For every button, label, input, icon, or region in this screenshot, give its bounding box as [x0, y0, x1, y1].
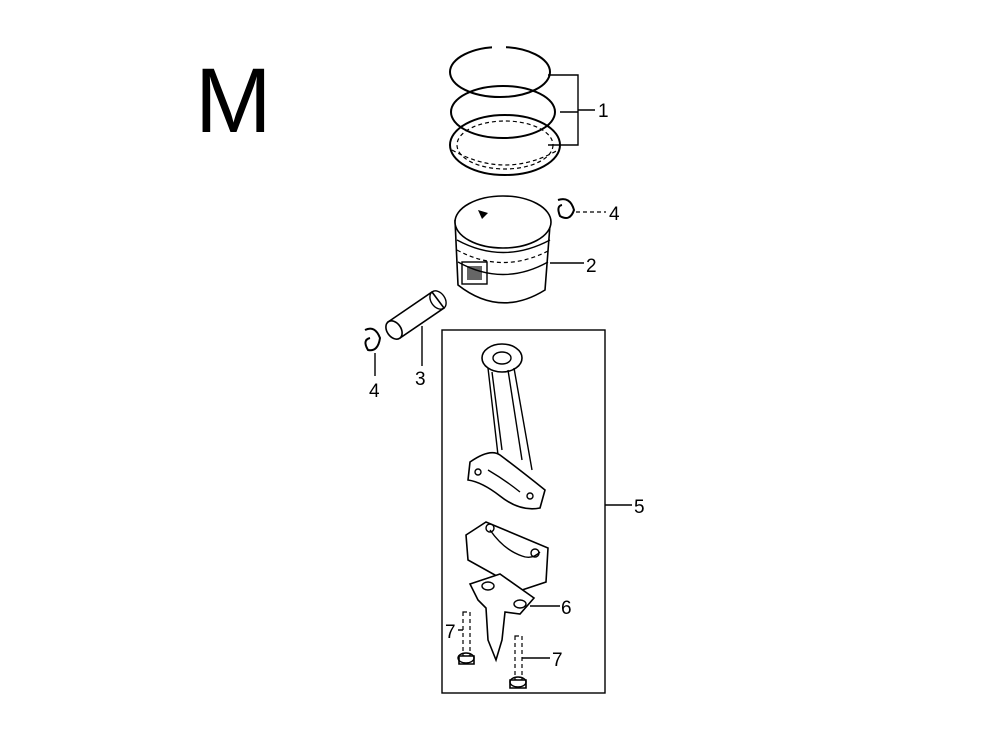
oil-ring-outer — [449, 114, 561, 176]
rod-cap — [465, 521, 549, 591]
callout-1: 1 — [598, 101, 609, 122]
oil-ring-inner — [456, 120, 554, 170]
callout-4-left: 4 — [369, 381, 380, 402]
bolt-right — [509, 635, 527, 689]
bolt-left — [457, 611, 475, 665]
assembly-box — [441, 329, 606, 694]
callout-3: 3 — [415, 369, 426, 390]
top-ring — [449, 46, 551, 98]
piston-rings — [449, 46, 561, 176]
clip-right — [557, 198, 576, 219]
piston — [454, 195, 552, 304]
lock-plate — [468, 573, 536, 663]
callout-2: 2 — [586, 256, 597, 277]
callout-5: 5 — [634, 497, 645, 518]
connecting-rod — [467, 343, 546, 510]
section-letter: M — [195, 50, 272, 152]
callout-6: 6 — [561, 598, 572, 619]
middle-ring — [450, 85, 556, 139]
callout-4-right: 4 — [609, 204, 620, 225]
clip-left — [364, 327, 382, 352]
callout-7-left: 7 — [445, 622, 456, 643]
callout-7-right: 7 — [552, 650, 563, 671]
piston-pin — [385, 290, 447, 340]
